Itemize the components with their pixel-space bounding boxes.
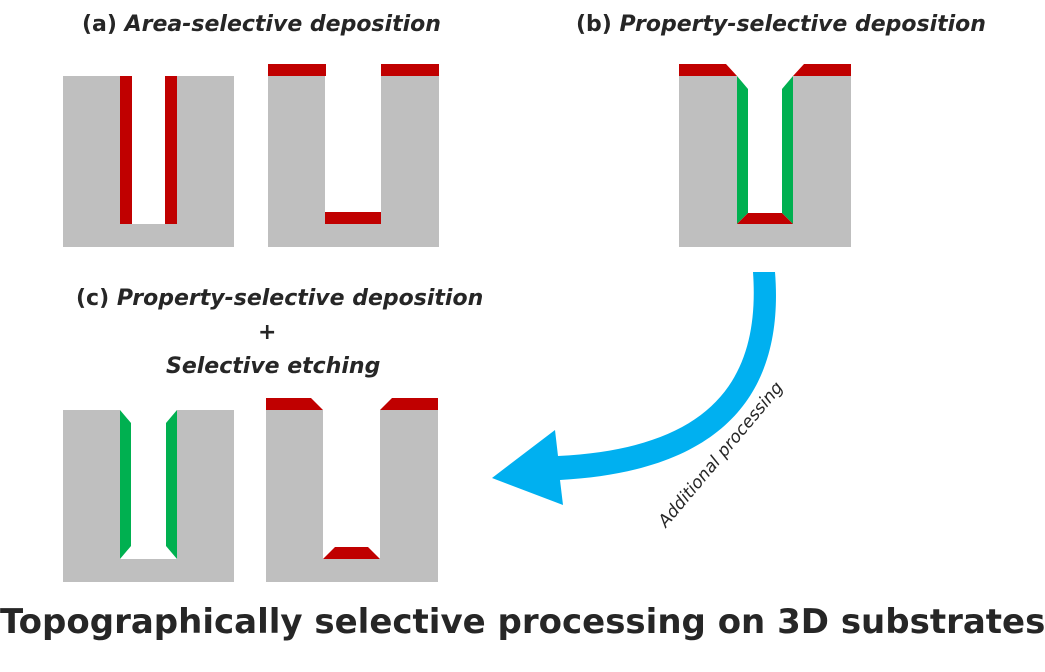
red-bottom (325, 212, 381, 224)
substrate-a-right (268, 76, 439, 247)
panel-c-plus: + (258, 320, 277, 345)
red-top-right (793, 64, 851, 76)
diagram: Additional processing (63, 64, 851, 582)
substrate-c-left (63, 410, 234, 582)
panel-c-prefix: (c) (76, 286, 117, 311)
substrate-c-right (266, 410, 438, 582)
red-top-left (266, 398, 323, 410)
red-bottom (737, 213, 793, 224)
panel-b-label: (b) Property-selective deposition (576, 12, 986, 37)
panel-a-title: Area-selective deposition (124, 12, 441, 37)
red-sidewall-right (165, 76, 177, 224)
curved-arrow (492, 272, 776, 505)
red-top-left (679, 64, 737, 76)
red-top-left (268, 64, 326, 76)
panel-c-label: (c) Property-selective deposition (76, 286, 483, 311)
red-sidewall-left (120, 76, 132, 224)
green-sidewall-right (782, 76, 793, 224)
green-sidewall-right (166, 410, 177, 559)
green-sidewall-left (737, 76, 748, 224)
panel-b-title: Property-selective deposition (619, 12, 986, 37)
green-sidewall-left (120, 410, 131, 559)
red-top-right (381, 64, 439, 76)
panel-a-prefix: (a) (82, 12, 125, 37)
main-title: Topographically selective processing on … (0, 602, 1045, 642)
panel-a-label: (a) Area-selective deposition (82, 12, 441, 37)
panel-b-prefix: (b) (576, 12, 620, 37)
substrate-b (679, 76, 851, 247)
red-top-right (380, 398, 438, 410)
panel-c-title: Property-selective deposition (116, 286, 484, 311)
panel-c-subtitle: Selective etching (166, 354, 381, 379)
red-bottom (323, 547, 380, 559)
substrate-a-left (63, 76, 234, 247)
